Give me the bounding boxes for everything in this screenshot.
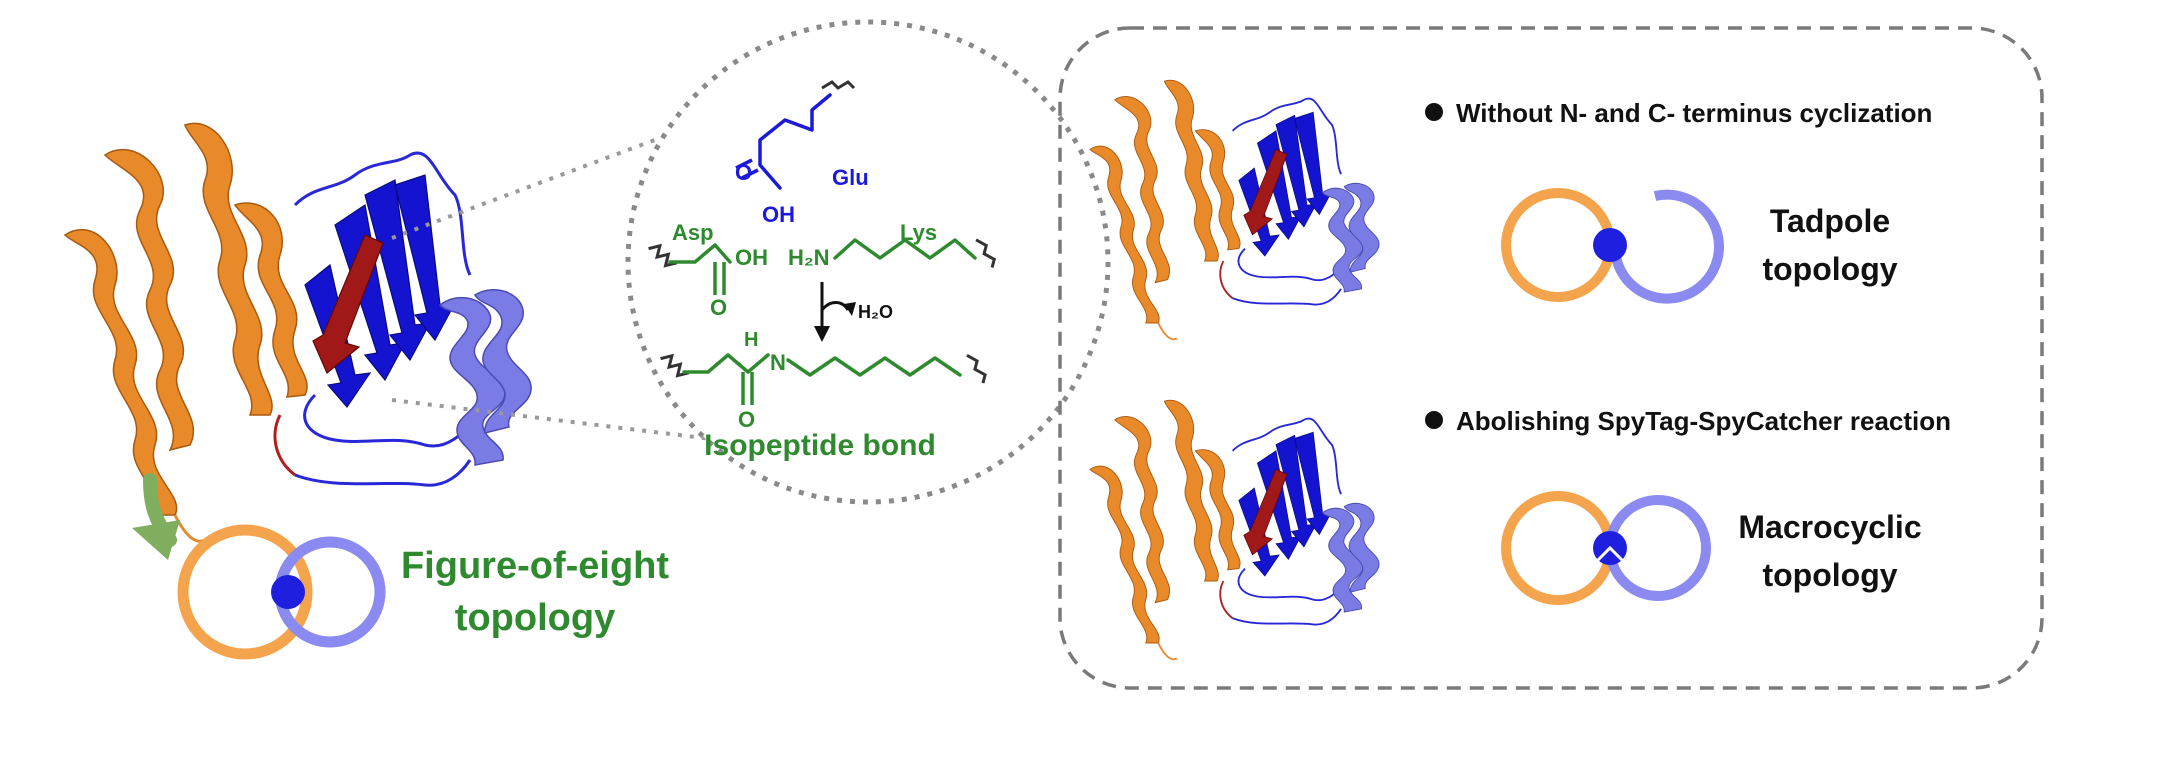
water-release-arrow (820, 301, 850, 312)
figure-of-eight-label-line1: Figure-of-eight (401, 545, 669, 587)
macrocyclic-protein-structure (1089, 399, 1380, 661)
amide-o-label: O (738, 407, 755, 432)
macrocyclic-icon (1501, 491, 1711, 605)
lys-structure (833, 238, 997, 268)
asp-o-label: O (710, 295, 727, 320)
isopeptide-zoom: O OH Glu Asp OH O H₂N Lys H₂O (391, 19, 1111, 505)
glu-structure (735, 80, 856, 190)
glu-label: Glu (832, 165, 869, 190)
wavy-bond-glu (821, 80, 856, 90)
isopeptide-product (660, 353, 987, 405)
tadpole-label-line1: Tadpole (1770, 203, 1890, 239)
figure-of-eight-label-line2: topology (455, 597, 615, 639)
dashed-box (1058, 26, 2044, 690)
tadpole-label-line2: topology (1762, 251, 1897, 287)
wavy-bond-product-right (966, 354, 987, 384)
asp-label: Asp (672, 220, 714, 245)
lys-h2n-label: H₂N (788, 245, 830, 270)
right-panel: Without N- and C- terminus cyclization T… (1058, 26, 2044, 690)
asp-oh-label: OH (735, 245, 768, 270)
figure-of-eight-icon (177, 524, 386, 660)
water-label: H₂O (858, 302, 893, 322)
amide-n-label: N (770, 350, 786, 375)
zoom-circle (625, 19, 1111, 505)
case2-bullet-dot (1425, 411, 1443, 429)
case1-bullet-dot (1425, 103, 1443, 121)
amide-h-label: H (744, 329, 758, 351)
figure-of-eight-protein-structure (63, 121, 533, 543)
tadpole-protein-structure (1089, 79, 1380, 341)
isopeptide-bond-label: Isopeptide bond (704, 429, 936, 462)
transition-arrow-head (132, 520, 180, 560)
case2-bullet-text: Abolishing SpyTag-SpyCatcher reaction (1456, 406, 1951, 436)
wavy-bond-lys (975, 238, 997, 268)
case1-bullet-text: Without N- and C- terminus cyclization (1456, 98, 1932, 128)
glu-o-label: O (735, 160, 752, 185)
macrocyclic-label-line2: topology (1762, 557, 1897, 593)
tadpole-icon (1501, 188, 1724, 304)
wavy-bond-asp (648, 243, 678, 268)
asp-structure (648, 243, 732, 295)
lys-label: Lys (900, 220, 937, 245)
glu-oh-label: OH (762, 202, 795, 227)
left-panel: Figure-of-eight topology (63, 121, 669, 660)
zoom-line-top (391, 108, 736, 240)
macrocyclic-label-line1: Macrocyclic (1738, 509, 1921, 545)
zoom-line-bottom (391, 398, 721, 442)
wavy-bond-product-left (660, 353, 690, 378)
